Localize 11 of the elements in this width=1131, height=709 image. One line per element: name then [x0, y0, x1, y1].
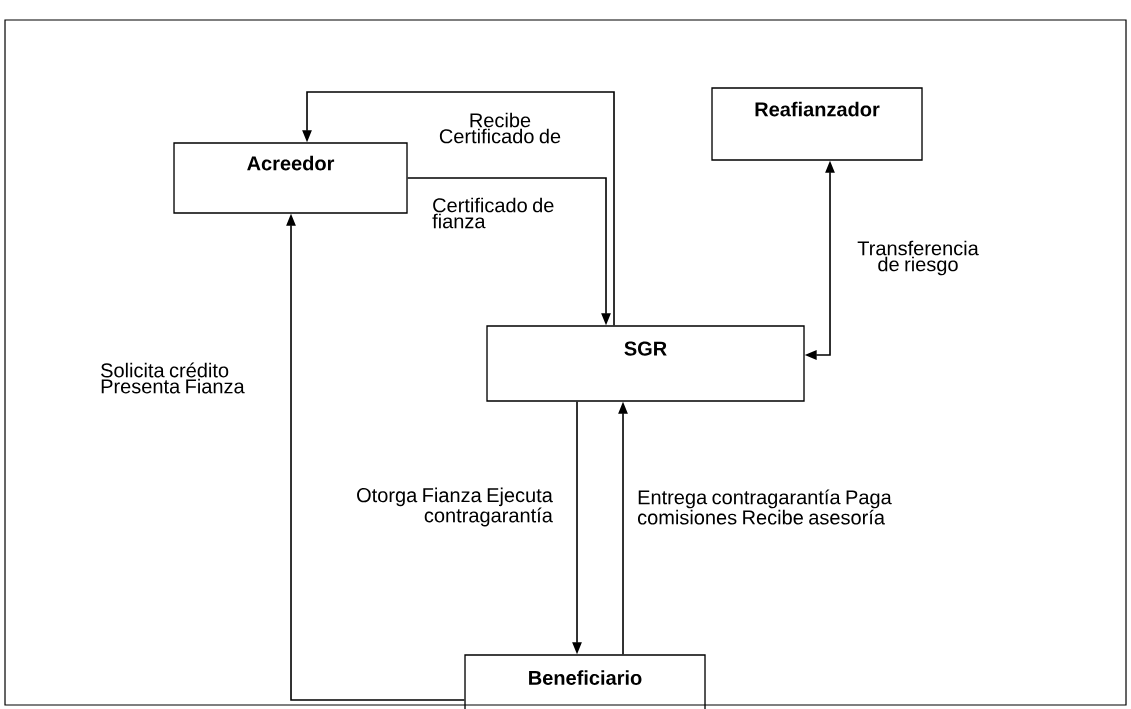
edge-label: Otorga Fianza Ejecuta contragarantía [357, 487, 553, 527]
edge-label: Solicita crédito Presenta Fianza [101, 362, 245, 394]
entity-box: Beneficiario [464, 654, 706, 709]
entity-box: Acreedor [173, 142, 408, 214]
edge-label: Certificado de fianza [432, 197, 554, 229]
edge-label: Transferencia de riesgo [857, 240, 979, 276]
edge-label: Entrega contragarantía Paga comisiones Recibe asesoría [638, 489, 892, 525]
entity-box: SGR [486, 325, 805, 402]
edge-label: Recibe Certificado de [439, 112, 561, 144]
entity-box: Reafianzador [711, 87, 923, 161]
arrow [302, 91, 615, 327]
